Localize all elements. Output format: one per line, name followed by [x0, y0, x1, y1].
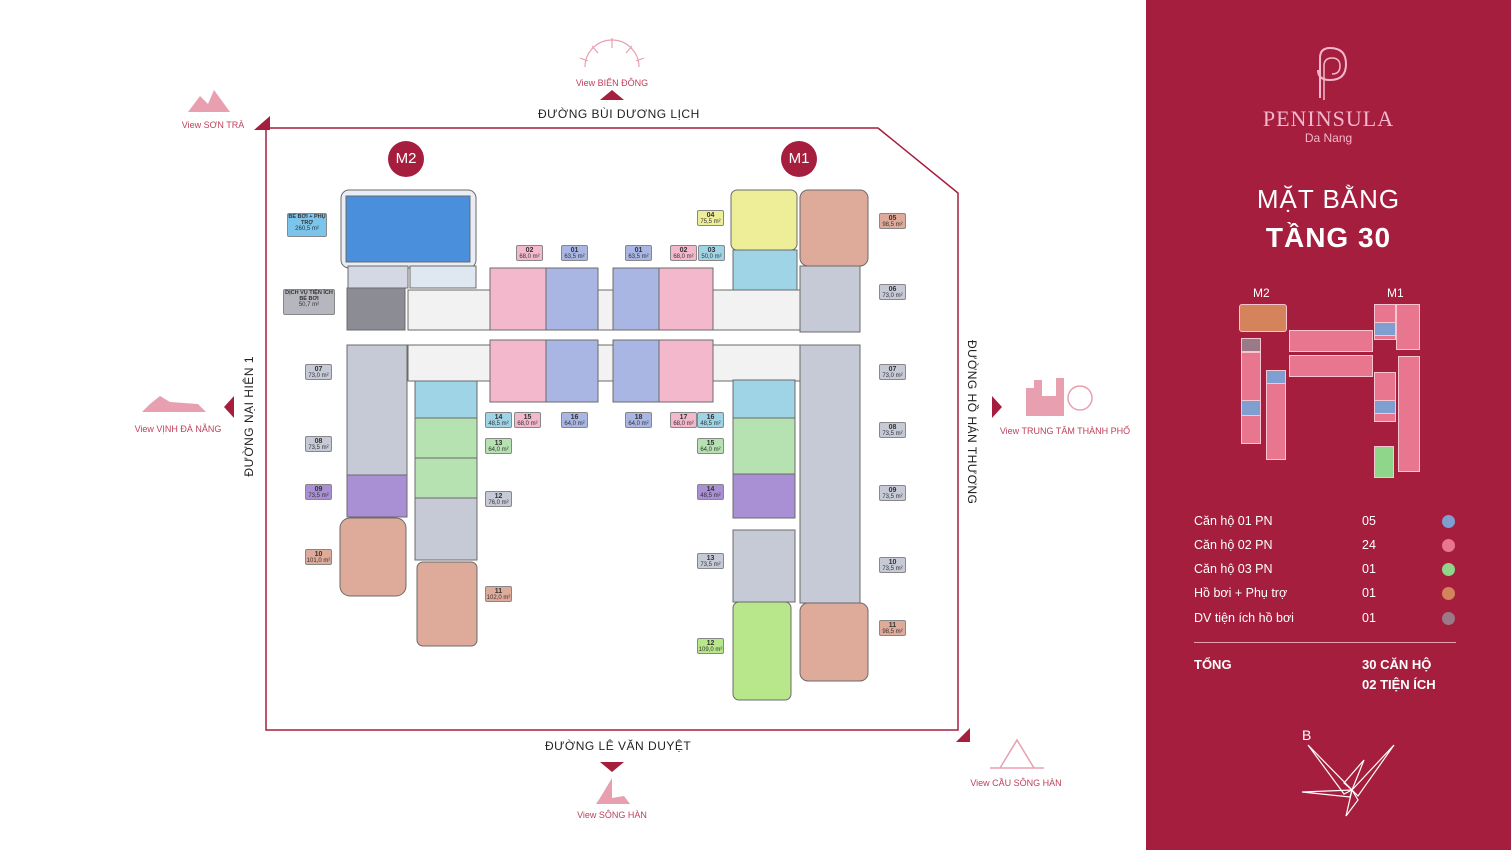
zone-m2-badge: M2 [388, 141, 424, 177]
pool-label: BỂ BƠI + PHỤ TRỢ [288, 214, 326, 226]
view-vinh-da-nang: View VỊNH ĐÀ NẴNG [134, 424, 222, 434]
legend-dot [1442, 612, 1455, 625]
brand-city: Da Nang [1304, 131, 1353, 145]
legend-divider [1194, 642, 1456, 643]
floor-plan: View SƠN TRÀ View BIỂN ĐÔNG View VỊNH ĐÀ… [134, 38, 1131, 820]
legend-dot [1442, 563, 1455, 576]
title-line2: TẦNG 30 [1265, 222, 1392, 253]
legend-dot [1442, 587, 1455, 600]
legend-row-1pn: Căn hộ 01 PN 05 [1194, 514, 1464, 534]
legend-dot [1442, 539, 1455, 552]
site-boundary [142, 38, 1093, 804]
view-son-tra: View SƠN TRÀ [181, 120, 245, 130]
info-panel: PENINSULA Da Nang MẶT BẰNG TẦNG 30 M2 M1… [1146, 0, 1511, 850]
street-bottom: ĐƯỜNG LÊ VĂN DUYỆT [545, 739, 692, 753]
logo-mark-icon [1317, 46, 1348, 100]
total-label: TỔNG [1194, 657, 1232, 672]
legend-row-2pn: Căn hộ 02 PN 24 [1194, 538, 1464, 558]
view-trung-tam: View TRUNG TÂM THÀNH PHỐ [999, 426, 1131, 436]
mini-label-m1: M1 [1387, 286, 1404, 300]
street-right: ĐƯỜNG HỒ HÁN THƯƠNG [965, 340, 979, 505]
legend-row-3pn: Căn hộ 03 PN 01 [1194, 562, 1464, 582]
total-units: 30 CĂN HỘ [1362, 657, 1432, 672]
street-top: ĐƯỜNG BÙI DƯƠNG LỊCH [538, 107, 700, 121]
view-cau-song-han: View CẦU SÔNG HÀN [970, 778, 1062, 788]
pool-area: 260,5 m² [295, 226, 319, 232]
legend-row-pool: Hồ bơi + Phụ trợ 01 [1194, 586, 1464, 606]
view-song-han: View SÔNG HÀN [577, 810, 647, 820]
service-label: DỊCH VỤ TIỆN ÍCH BỂ BƠI [285, 290, 333, 302]
brand-name: PENINSULA [1262, 106, 1395, 131]
pool-tag: BỂ BƠI + PHỤ TRỢ 260,5 m² [287, 213, 327, 237]
legend-row-service: DV tiện ích hồ bơi 01 [1194, 611, 1464, 631]
building-plan [339, 189, 869, 701]
mini-label-m2: M2 [1253, 286, 1270, 300]
zone-m1-badge: M1 [781, 141, 817, 177]
service-tag: DỊCH VỤ TIỆN ÍCH BỂ BƠI 50,7 m² [283, 289, 335, 315]
total-amenities: 02 TIỆN ÍCH [1362, 677, 1436, 692]
title-line1: MẶT BẰNG [1256, 184, 1401, 214]
legend-dot [1442, 515, 1455, 528]
view-bien-dong: View BIỂN ĐÔNG [575, 78, 649, 88]
service-area: 50,7 m² [298, 302, 320, 308]
compass-north-label: B [1302, 727, 1312, 743]
